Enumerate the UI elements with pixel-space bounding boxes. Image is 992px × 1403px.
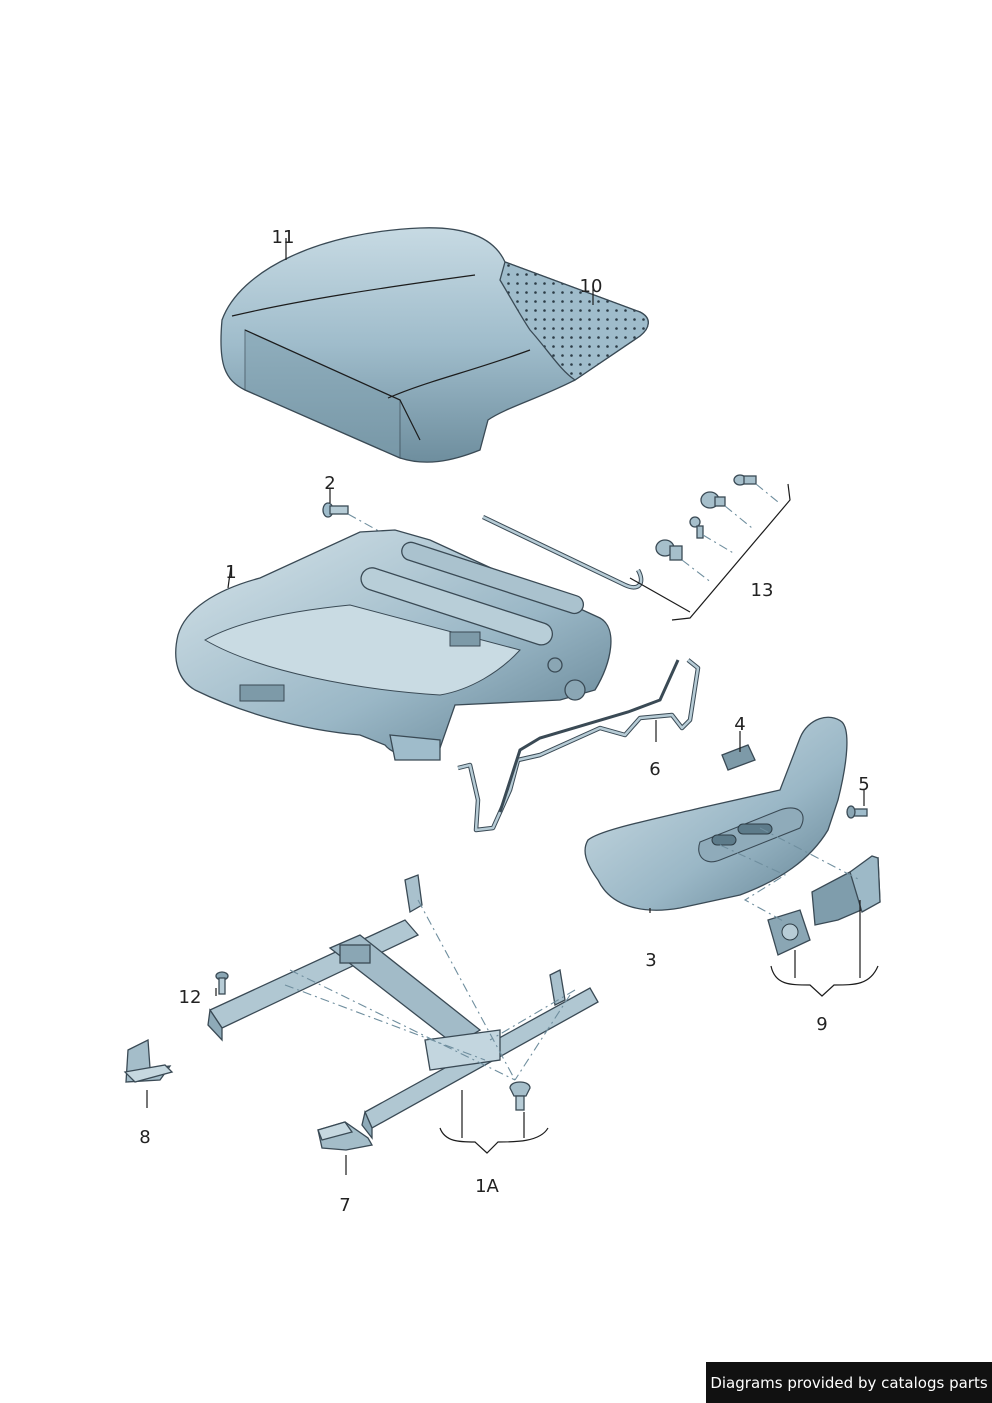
- callout-3: 3: [645, 950, 656, 971]
- side-trim-part-3: [584, 716, 848, 911]
- switch-dash-lines: [719, 827, 861, 923]
- credit-banner: Diagrams provided by catalogs parts: [706, 1362, 992, 1403]
- callout-labels: 11 10 2 1 13 4 6 5 3 12 9 8 1A 7: [139, 227, 869, 1216]
- screw-part-12: [215, 971, 229, 995]
- callout-1: 1: [225, 562, 236, 583]
- seat-cushion: [220, 227, 649, 463]
- callout-1a: 1A: [475, 1176, 499, 1197]
- callout-7: 7: [339, 1195, 350, 1216]
- seat-rails-part-1a: [207, 874, 599, 1140]
- wire-harness-part-6: [457, 658, 701, 833]
- bracket-part-13: [629, 483, 791, 621]
- clip-dash-lines: [681, 483, 779, 584]
- callout-9: 9: [816, 1014, 827, 1035]
- rail-fastener: [509, 1081, 531, 1111]
- callout-12: 12: [179, 987, 202, 1008]
- callout-4: 4: [734, 714, 745, 735]
- rail-dash-lines: [284, 899, 576, 1081]
- callout-6: 6: [649, 759, 660, 780]
- cover-part-4: [721, 744, 756, 771]
- leader-lines: [146, 238, 879, 1175]
- callout-11: 11: [272, 227, 295, 248]
- bracket-part-7: [317, 1121, 374, 1151]
- bracket-part-8: [123, 1038, 174, 1083]
- switches-part-9: [767, 855, 881, 956]
- bolt-part-2: [322, 502, 349, 518]
- callout-10: 10: [580, 276, 603, 297]
- rod-and-clips-part-13: [482, 474, 757, 590]
- seat-frame: [175, 529, 612, 761]
- screw-part-5: [846, 805, 868, 819]
- callout-13: 13: [751, 580, 774, 601]
- callout-5: 5: [858, 774, 869, 795]
- callout-2: 2: [324, 473, 335, 494]
- callout-8: 8: [139, 1127, 150, 1148]
